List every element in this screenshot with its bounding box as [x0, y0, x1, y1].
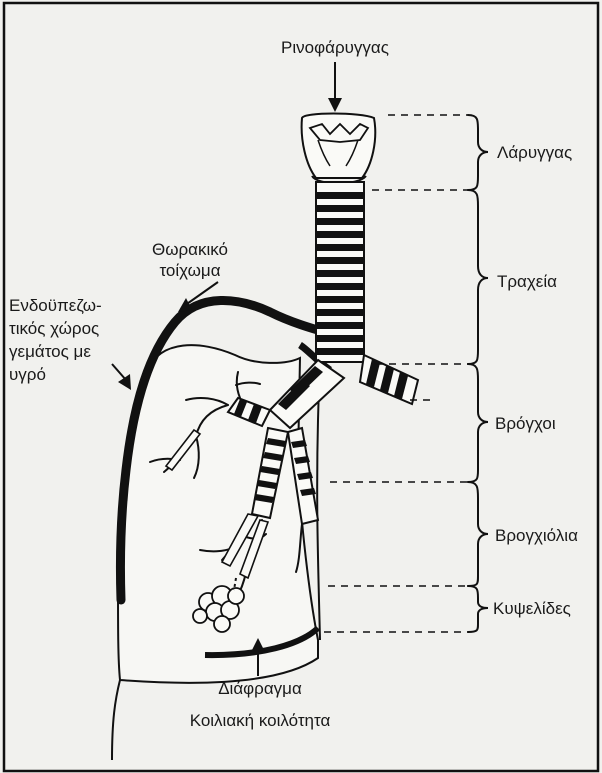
label-bronchioles: Βρογχιόλια [495, 525, 578, 546]
label-trachea: Τραχεία [497, 271, 557, 292]
label-thoracic-wall-line1: Θωρακικό [110, 239, 270, 260]
label-diaphragm: Διάφραγμα [180, 678, 340, 699]
abdomen-line [112, 680, 120, 760]
label-pleural-line1: Ενδοϋπεζω- [9, 295, 102, 316]
label-abdominal-cavity: Κοιλιακή κοιλότητα [150, 710, 370, 731]
label-pleural-line3: γεμάτος με [9, 341, 91, 362]
label-larynx: Λάρυγγας [497, 142, 572, 163]
label-pleural-line4: υγρό [9, 364, 46, 385]
label-nasopharynx: Ρινοφάρυγγας [255, 37, 415, 58]
label-bronchi: Βρόγχοι [495, 413, 556, 434]
region-braces [468, 115, 488, 632]
label-alveoli: Κυψελίδες [493, 598, 571, 619]
label-pleural-line2: τικός χώρος [9, 318, 99, 339]
larynx-shape [302, 114, 376, 179]
label-thoracic-wall-line2: τοίχωμα [110, 260, 270, 281]
